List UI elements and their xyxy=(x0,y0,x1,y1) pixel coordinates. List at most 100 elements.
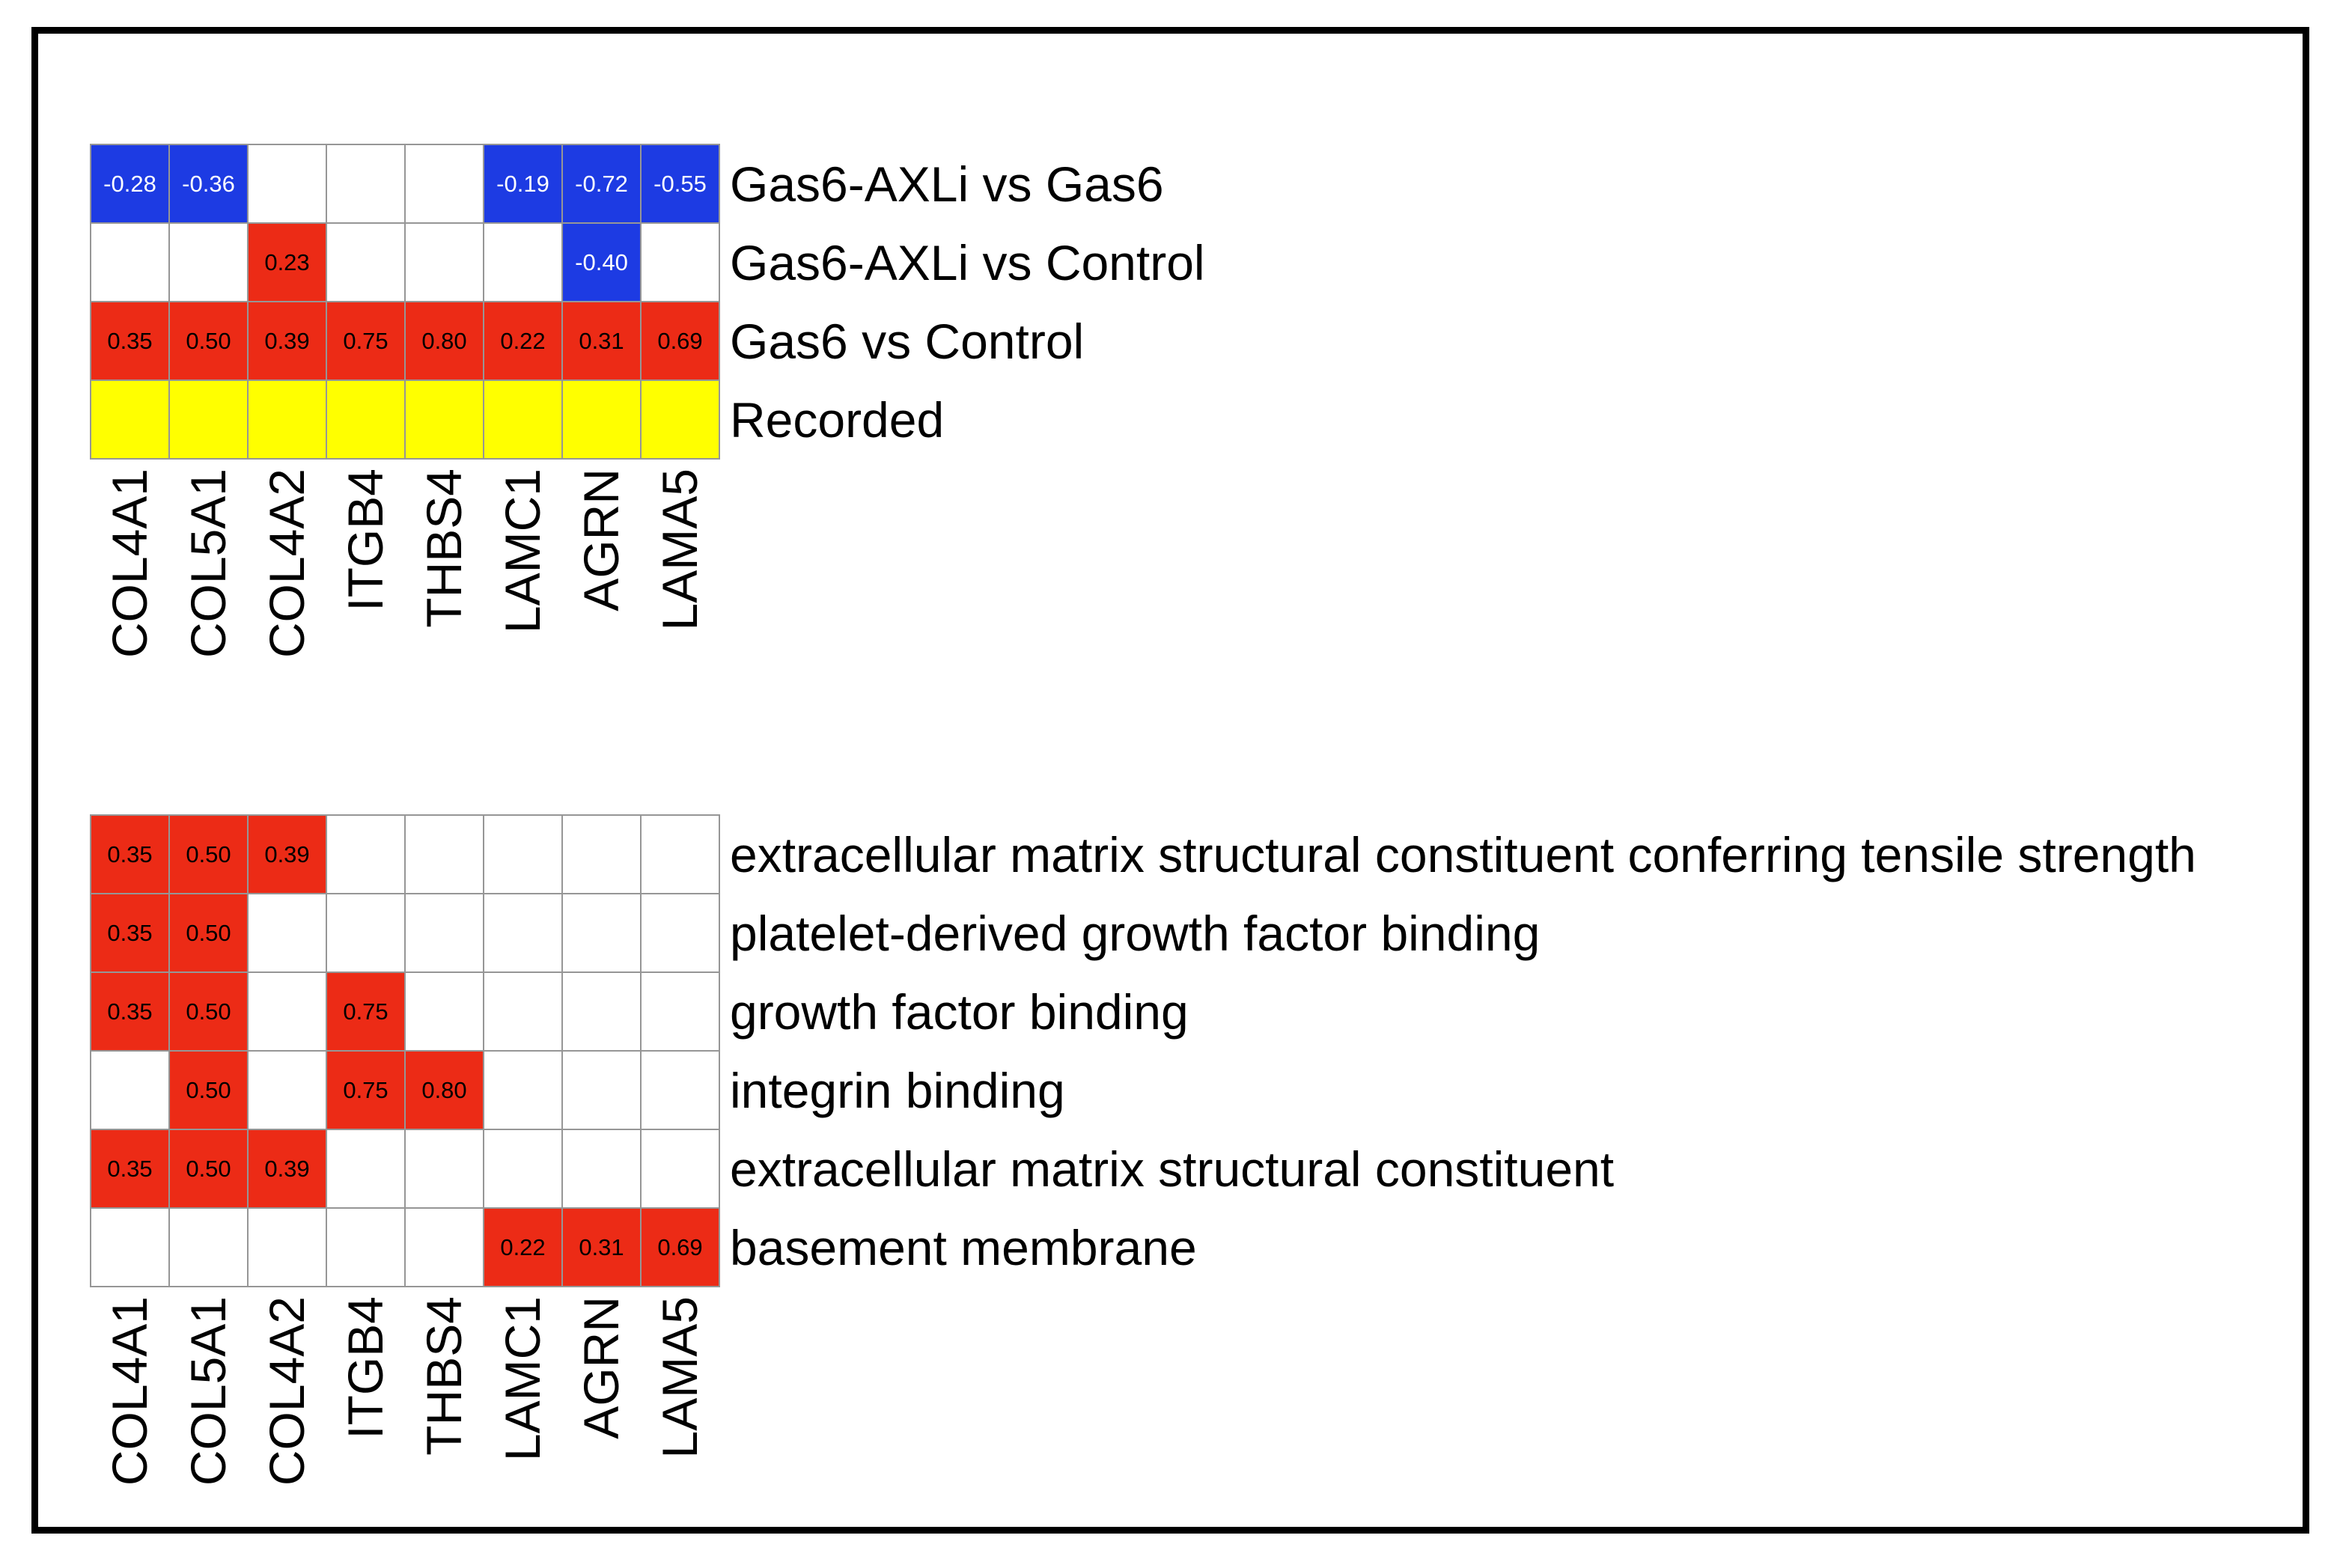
heatmap-cell-ITGB4-r0 xyxy=(327,816,404,893)
heatmap-cell-THBS4-r0 xyxy=(406,816,483,893)
comparison-heatmap-col-label-ITGB4: ITGB4 xyxy=(338,469,393,611)
heatmap-cell-COL4A2-r0 xyxy=(249,145,326,222)
comparison-heatmap-col-label-LAMA5: LAMA5 xyxy=(652,469,707,631)
heatmap-cell-COL5A1-r0: 0.50 xyxy=(170,816,247,893)
go-term-heatmap-row-label-2: growth factor binding xyxy=(730,983,1189,1040)
heatmap-cell-LAMA5-r1 xyxy=(642,224,719,301)
go-term-heatmap-row-label-1: platelet-derived growth factor binding xyxy=(730,905,1541,961)
comparison-heatmap-row-label-1: Gas6-AXLi vs Control xyxy=(730,234,1205,290)
heatmap-cell-AGRN-r2: 0.31 xyxy=(563,302,640,379)
heatmap-cell-COL5A1-r2: 0.50 xyxy=(170,302,247,379)
heatmap-cell-LAMA5-r2 xyxy=(642,973,719,1050)
heatmap-cell-ITGB4-r0 xyxy=(327,145,404,222)
go-term-heatmap-row-label-4: extracellular matrix structural constitu… xyxy=(730,1141,1615,1197)
heatmap-cell-AGRN-r4 xyxy=(563,1130,640,1207)
go-term-heatmap-col-label-COL4A1: COL4A1 xyxy=(102,1296,157,1486)
heatmap-cell-LAMC1-r4 xyxy=(484,1130,561,1207)
go-term-heatmap-col-label-LAMC1: LAMC1 xyxy=(495,1296,550,1462)
comparison-heatmap-row-label-2: Gas6 vs Control xyxy=(730,313,1085,369)
heatmap-cell-AGRN-r5: 0.31 xyxy=(563,1209,640,1286)
go-term-heatmap-col-label-AGRN: AGRN xyxy=(573,1296,629,1439)
heatmap-cell-ITGB4-r2: 0.75 xyxy=(327,973,404,1050)
heatmap-cell-AGRN-r2 xyxy=(563,973,640,1050)
go-term-heatmap-row-label-0: extracellular matrix structural constitu… xyxy=(730,826,2196,882)
heatmap-cell-THBS4-r3 xyxy=(406,381,483,458)
heatmap-cell-COL5A1-r4: 0.50 xyxy=(170,1130,247,1207)
heatmap-cell-COL4A2-r5 xyxy=(249,1209,326,1286)
heatmap-cell-COL4A2-r3 xyxy=(249,381,326,458)
heatmap-cell-LAMC1-r0 xyxy=(484,816,561,893)
heatmap-cell-LAMA5-r4 xyxy=(642,1130,719,1207)
heatmap-cell-THBS4-r1 xyxy=(406,224,483,301)
go-term-heatmap-col-label-THBS4: THBS4 xyxy=(416,1296,472,1456)
heatmap-cell-THBS4-r1 xyxy=(406,894,483,971)
heatmap-cell-ITGB4-r3: 0.75 xyxy=(327,1052,404,1129)
heatmap-cell-COL4A1-r3 xyxy=(91,1052,168,1129)
heatmap-cell-THBS4-r2 xyxy=(406,973,483,1050)
heatmap-cell-LAMC1-r1 xyxy=(484,894,561,971)
heatmap-cell-THBS4-r5 xyxy=(406,1209,483,1286)
heatmap-cell-LAMC1-r3 xyxy=(484,381,561,458)
heatmap-cell-LAMC1-r5: 0.22 xyxy=(484,1209,561,1286)
comparison-heatmap-col-label-COL4A2: COL4A2 xyxy=(259,469,314,659)
heatmap-cell-COL4A2-r2 xyxy=(249,973,326,1050)
heatmap-cell-LAMC1-r0: -0.19 xyxy=(484,145,561,222)
go-term-heatmap-row-label-3: integrin binding xyxy=(730,1062,1065,1118)
heatmap-cell-COL5A1-r3: 0.50 xyxy=(170,1052,247,1129)
heatmap-cell-LAMA5-r1 xyxy=(642,894,719,971)
comparison-heatmap-col-label-COL5A1: COL5A1 xyxy=(180,469,236,659)
comparison-heatmap-col-label-AGRN: AGRN xyxy=(573,469,629,611)
heatmap-cell-LAMA5-r0 xyxy=(642,816,719,893)
heatmap-cell-COL4A1-r0: -0.28 xyxy=(91,145,168,222)
go-term-heatmap-col-label-ITGB4: ITGB4 xyxy=(338,1296,393,1439)
heatmap-cell-ITGB4-r3 xyxy=(327,381,404,458)
heatmap-cell-COL5A1-r1: 0.50 xyxy=(170,894,247,971)
heatmap-cell-THBS4-r0 xyxy=(406,145,483,222)
heatmap-cell-COL4A1-r1: 0.35 xyxy=(91,894,168,971)
comparison-heatmap-row-label-0: Gas6-AXLi vs Gas6 xyxy=(730,156,1164,212)
heatmap-cell-COL4A1-r3 xyxy=(91,381,168,458)
heatmap-cell-LAMA5-r3 xyxy=(642,1052,719,1129)
heatmap-cell-COL4A1-r5 xyxy=(91,1209,168,1286)
heatmap-cell-THBS4-r2: 0.80 xyxy=(406,302,483,379)
heatmap-cell-COL4A2-r3 xyxy=(249,1052,326,1129)
heatmap-cell-AGRN-r3 xyxy=(563,381,640,458)
heatmap-cell-COL4A1-r4: 0.35 xyxy=(91,1130,168,1207)
heatmap-cell-ITGB4-r5 xyxy=(327,1209,404,1286)
go-term-heatmap-col-label-COL5A1: COL5A1 xyxy=(180,1296,236,1486)
heatmap-cell-THBS4-r4 xyxy=(406,1130,483,1207)
heatmap-cell-LAMC1-r1 xyxy=(484,224,561,301)
comparison-heatmap-row-label-3: Recorded xyxy=(730,391,945,448)
heatmap-cell-LAMA5-r5: 0.69 xyxy=(642,1209,719,1286)
heatmap-cell-LAMA5-r3 xyxy=(642,381,719,458)
heatmap-cell-LAMC1-r3 xyxy=(484,1052,561,1129)
heatmap-cell-AGRN-r3 xyxy=(563,1052,640,1129)
heatmap-cell-LAMA5-r0: -0.55 xyxy=(642,145,719,222)
heatmap-cell-AGRN-r0 xyxy=(563,816,640,893)
heatmap-cell-ITGB4-r2: 0.75 xyxy=(327,302,404,379)
heatmap-cell-COL5A1-r3 xyxy=(170,381,247,458)
heatmap-cell-LAMA5-r2: 0.69 xyxy=(642,302,719,379)
comparison-heatmap-col-label-LAMC1: LAMC1 xyxy=(495,469,550,634)
heatmap-cell-ITGB4-r1 xyxy=(327,224,404,301)
heatmap-cell-COL5A1-r1 xyxy=(170,224,247,301)
comparison-heatmap-col-label-COL4A1: COL4A1 xyxy=(102,469,157,659)
go-term-heatmap-row-label-5: basement membrane xyxy=(730,1219,1197,1275)
heatmap-cell-COL4A1-r0: 0.35 xyxy=(91,816,168,893)
comparison-heatmap-col-label-THBS4: THBS4 xyxy=(416,469,472,628)
heatmap-cell-ITGB4-r1 xyxy=(327,894,404,971)
heatmap-cell-AGRN-r1 xyxy=(563,894,640,971)
heatmap-cell-COL5A1-r5 xyxy=(170,1209,247,1286)
heatmap-cell-AGRN-r1: -0.40 xyxy=(563,224,640,301)
go-term-heatmap-col-label-COL4A2: COL4A2 xyxy=(259,1296,314,1486)
go-term-heatmap-col-label-LAMA5: LAMA5 xyxy=(652,1296,707,1459)
heatmap-cell-ITGB4-r4 xyxy=(327,1130,404,1207)
heatmap-cell-COL5A1-r0: -0.36 xyxy=(170,145,247,222)
heatmap-cell-COL5A1-r2: 0.50 xyxy=(170,973,247,1050)
heatmap-cell-COL4A1-r2: 0.35 xyxy=(91,302,168,379)
heatmap-cell-COL4A2-r1: 0.23 xyxy=(249,224,326,301)
heatmap-cell-THBS4-r3: 0.80 xyxy=(406,1052,483,1129)
heatmap-cell-LAMC1-r2 xyxy=(484,973,561,1050)
